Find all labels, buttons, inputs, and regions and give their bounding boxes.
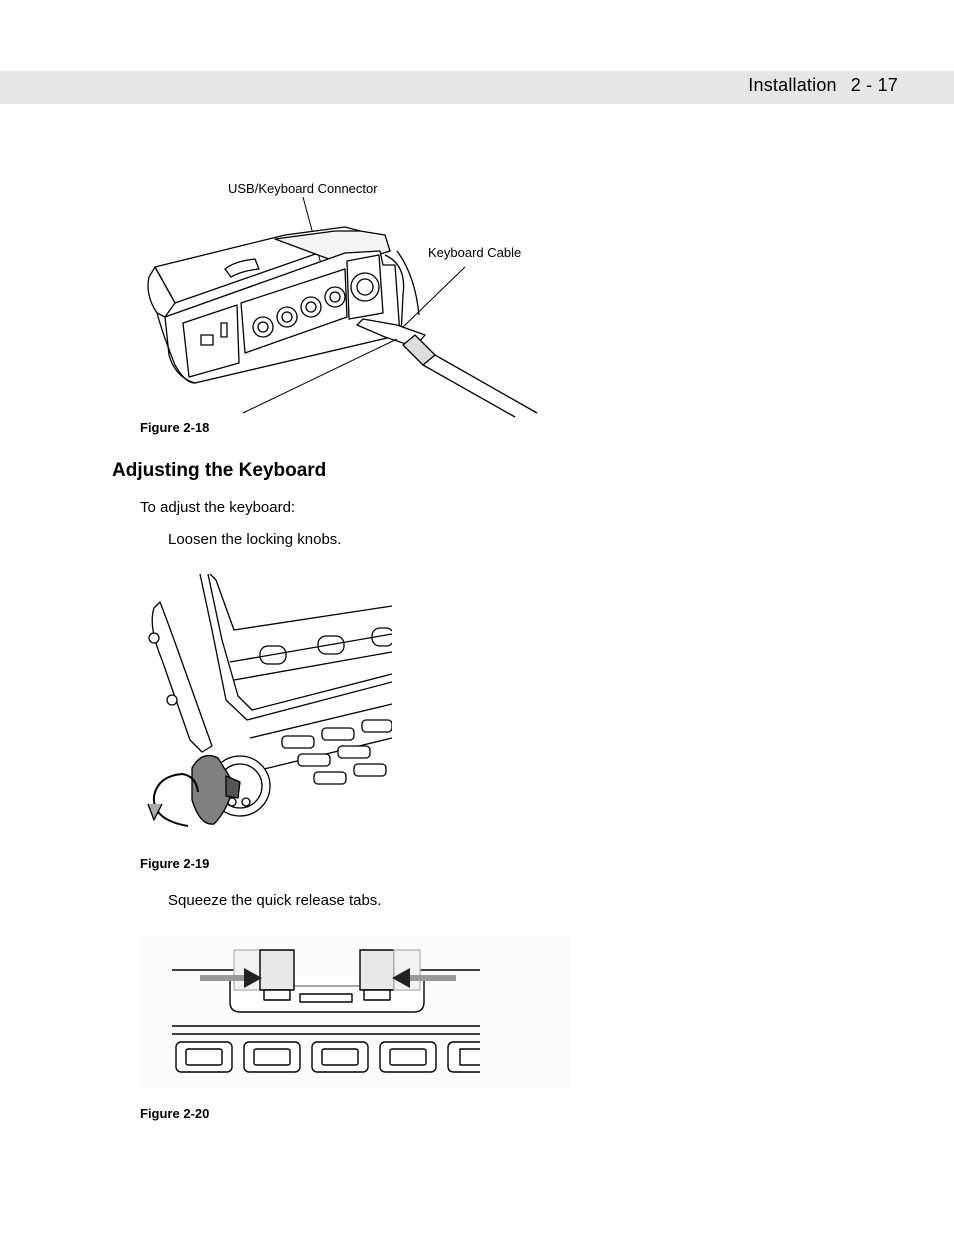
page-header: Installation 2 - 17	[748, 75, 898, 96]
page-header-band	[0, 71, 954, 104]
page-number: 2 - 17	[850, 75, 898, 95]
step-2-text: Squeeze the quick release tabs.	[168, 892, 382, 909]
figure-2-19-caption: Figure 2-19	[140, 856, 210, 871]
figure-2-20-caption: Figure 2-20	[140, 1106, 210, 1121]
chapter-title: Installation	[748, 75, 837, 95]
figure-2-18-illustration	[147, 196, 538, 418]
figure-2-20-illustration	[140, 936, 570, 1088]
figure-2-19-illustration	[147, 573, 392, 827]
keyboard-cable-callout: Keyboard Cable	[428, 245, 522, 260]
step-1-text: Loosen the locking knobs.	[168, 531, 342, 548]
section-title: Adjusting the Keyboard	[112, 460, 327, 481]
intro-text: To adjust the keyboard:	[140, 499, 296, 516]
figure-2-18-caption: Figure 2-18	[140, 420, 210, 435]
usb-keyboard-connector-callout: USB/Keyboard Connector	[228, 181, 378, 196]
